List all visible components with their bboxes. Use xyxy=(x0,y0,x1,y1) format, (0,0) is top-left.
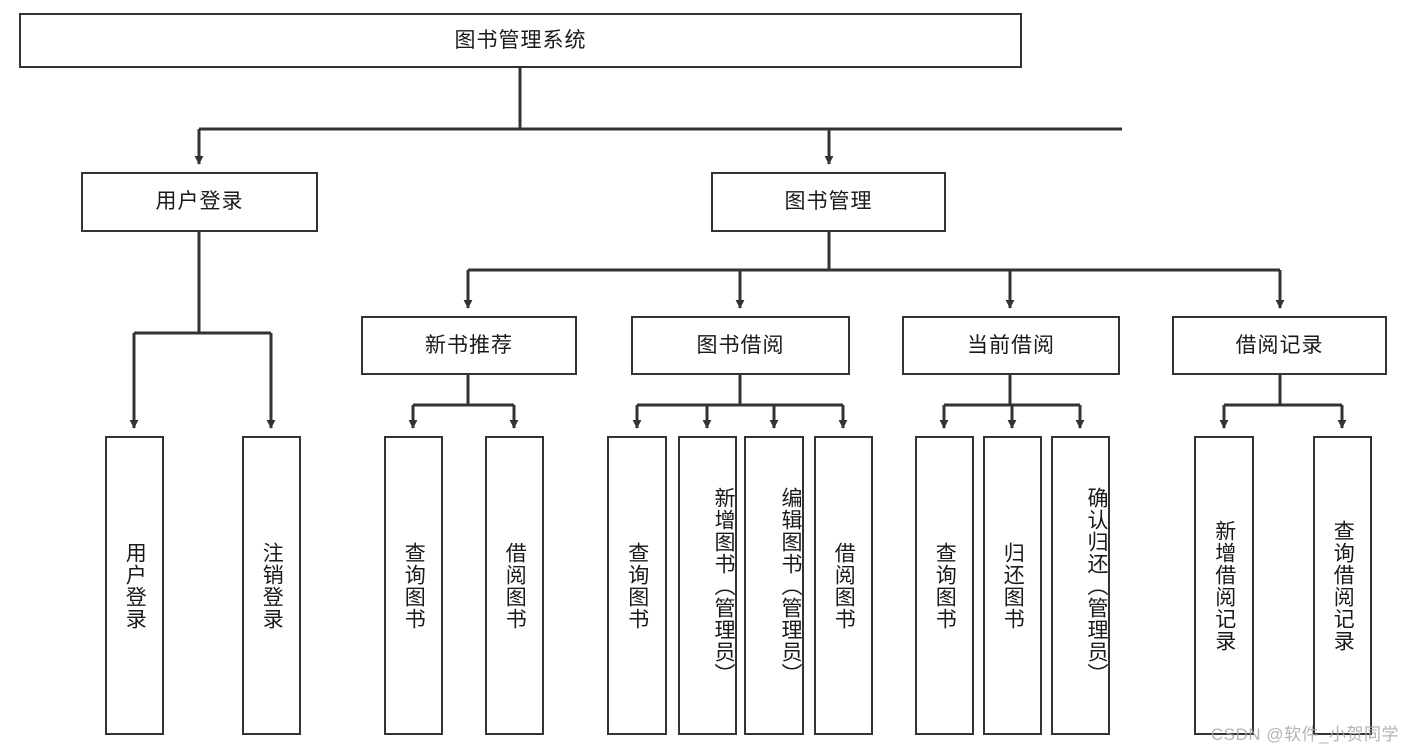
leaf-edit-book[interactable]: 编辑图书（管理员） xyxy=(744,436,804,735)
node-label: 用户登录 xyxy=(155,190,244,214)
node-label: 查询借阅记录 xyxy=(1331,519,1355,652)
leaf-query-record[interactable]: 查询借阅记录 xyxy=(1313,436,1372,735)
node-label: 借阅图书 xyxy=(503,541,527,630)
watermark-text: CSDN @软件_小贺同学 xyxy=(1210,725,1399,744)
leaf-add-record[interactable]: 新增借阅记录 xyxy=(1194,436,1254,735)
leaf-return-book[interactable]: 归还图书 xyxy=(983,436,1042,735)
leaf-add-book[interactable]: 新增图书（管理员） xyxy=(678,436,737,735)
node-label: 图书借阅 xyxy=(696,333,785,357)
leaf-query-book-1[interactable]: 查询图书 xyxy=(384,436,443,735)
node-user-login[interactable]: 用户登录 xyxy=(81,172,318,232)
node-label: 归还图书 xyxy=(1001,541,1025,630)
leaf-borrow-book-2[interactable]: 借阅图书 xyxy=(814,436,873,735)
node-label: 查询图书 xyxy=(933,541,957,630)
node-label: 确认归还（管理员） xyxy=(1085,486,1108,685)
node-label: 新增借阅记录 xyxy=(1212,519,1236,652)
node-label: 图书管理 xyxy=(784,190,873,214)
node-label: 注销登录 xyxy=(260,541,284,630)
node-label: 新增图书（管理员） xyxy=(712,486,735,685)
leaf-user-logout[interactable]: 注销登录 xyxy=(242,436,301,735)
node-label: 图书管理系统 xyxy=(454,28,587,52)
node-book-management[interactable]: 图书管理 xyxy=(711,172,946,232)
node-root-system[interactable]: 图书管理系统 xyxy=(19,13,1022,68)
leaf-borrow-book-1[interactable]: 借阅图书 xyxy=(485,436,544,735)
node-label: 查询图书 xyxy=(402,541,426,630)
node-label: 新书推荐 xyxy=(425,333,513,357)
node-new-book-recommend[interactable]: 新书推荐 xyxy=(361,316,577,375)
node-label: 编辑图书（管理员） xyxy=(779,486,802,685)
node-label: 借阅记录 xyxy=(1235,333,1324,357)
leaf-confirm-return[interactable]: 确认归还（管理员） xyxy=(1051,436,1110,735)
node-label: 借阅图书 xyxy=(832,541,856,630)
leaf-query-book-3[interactable]: 查询图书 xyxy=(915,436,974,735)
node-label: 当前借阅 xyxy=(967,333,1055,357)
node-book-borrow[interactable]: 图书借阅 xyxy=(631,316,850,375)
leaf-user-login[interactable]: 用户登录 xyxy=(105,436,164,735)
node-label: 查询图书 xyxy=(625,541,649,630)
node-borrow-record[interactable]: 借阅记录 xyxy=(1172,316,1387,375)
node-current-borrow[interactable]: 当前借阅 xyxy=(902,316,1120,375)
leaf-query-book-2[interactable]: 查询图书 xyxy=(607,436,667,735)
node-label: 用户登录 xyxy=(123,541,147,630)
